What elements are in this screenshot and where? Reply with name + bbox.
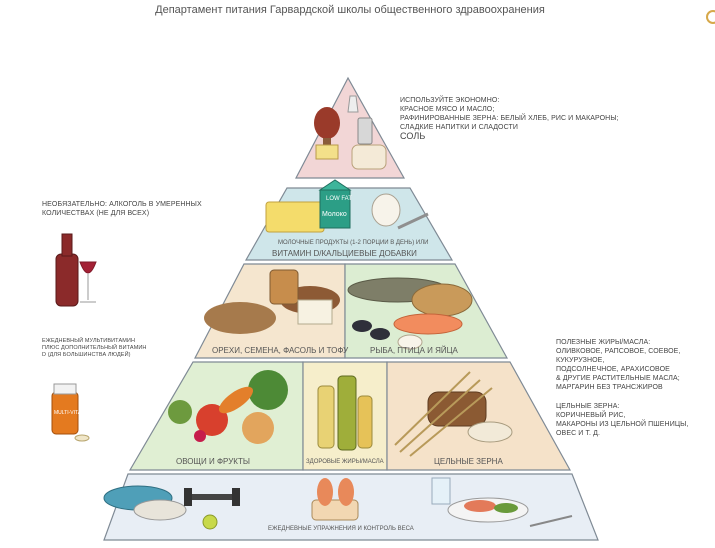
top-note-line1: ИСПОЛЬЗУЙТЕ ЭКОНОМНО: bbox=[400, 97, 500, 104]
vitamin-note: ЕЖЕДНЕВНЫЙ МУЛЬТИВИТАМИН ПЛЮС ДОПОЛНИТЕЛ… bbox=[42, 338, 147, 359]
top-note-line4: СЛАДКИЕ НАПИТКИ И СЛАДОСТИ bbox=[400, 124, 519, 131]
milk-carton-icon bbox=[318, 179, 352, 229]
tier-label-grains: ЦЕЛЬНЫЕ ЗЕРНА bbox=[434, 457, 503, 466]
alcohol-note-line1: НЕОБЯЗАТЕЛЬНО: АЛКОГОЛЬ В УМЕРЕННЫХ bbox=[42, 201, 202, 208]
peanut-butter-jar-icon bbox=[269, 269, 299, 305]
grains-note-line3: МАКАРОНЫ ИЗ ЦЕЛЬНОЙ ПШЕНИЦЫ, bbox=[556, 421, 689, 428]
chicken-icon bbox=[411, 283, 473, 317]
pills-icon bbox=[74, 434, 90, 442]
dumbbells-icon bbox=[184, 488, 240, 506]
vitamin-bottle-label: MULTI-VITAMIN bbox=[54, 410, 91, 416]
fats-note-line1: ПОЛЕЗНЫЕ ЖИРЫ/МАСЛА: bbox=[556, 339, 651, 346]
alcohol-note: НЕОБЯЗАТЕЛЬНО: АЛКОГОЛЬ В УМЕРЕННЫХ КОЛИ… bbox=[42, 200, 202, 218]
tier-label-exercise: ЕЖЕДНЕВНЫЕ УПРАЖНЕНИЯ И КОНТРОЛЬ ВЕСА bbox=[268, 526, 414, 532]
sneakers-icon bbox=[103, 485, 187, 521]
alcohol-note-line2: КОЛИЧЕСТВАХ (Не для всех) bbox=[42, 210, 150, 217]
top-note-line5: СОЛЬ bbox=[400, 131, 426, 141]
water-glass-icon bbox=[431, 477, 451, 505]
fats-note-line4: & ДРУГИЕ РАСТИТЕЛЬНЫЕ МАСЛА; bbox=[556, 375, 680, 382]
fats-note-line3: ПОДСОЛНЕЧНОЕ, АРАХИСОВОЕ bbox=[556, 366, 670, 373]
fats-note-line2: ОЛИВКОВОЕ, РАПСОВОЕ, СОЕВОЕ, КУКУРУЗНОЕ, bbox=[556, 348, 681, 364]
spoon-icon bbox=[397, 212, 429, 230]
tier-label-oils: ЗДОРОВЫЕ ЖИРЫ/МАСЛА bbox=[306, 459, 384, 465]
wine-bottle-icon bbox=[55, 233, 79, 307]
tier-label-nuts: ОРЕХИ, СЕМЕНА, ФАСОЛЬ и ТОФУ bbox=[212, 346, 349, 355]
top-note-line2: КРАСНОЕ МЯСО И МАСЛО; bbox=[400, 106, 495, 113]
greens-plate-icon bbox=[494, 503, 518, 513]
milk-carton-label: Молоко bbox=[322, 211, 347, 218]
butter-icon bbox=[315, 144, 339, 160]
salt-shaker-icon bbox=[347, 95, 359, 113]
wine-glass-icon bbox=[79, 261, 97, 303]
vitamin-note-line3: D (Для большинства людей) bbox=[42, 352, 131, 358]
steak-icon bbox=[314, 107, 340, 150]
salmon-plate-icon bbox=[464, 500, 496, 512]
page-header: Департамент питания Гарвардской школы об… bbox=[155, 4, 545, 16]
feet-on-scale-icon bbox=[311, 478, 359, 521]
fats-note-line5: МАРГАРИН БЕЗ ТРАНСЖИРОВ bbox=[556, 384, 663, 391]
grains-note-line2: КОРИЧНЕВЫЙ РИС, bbox=[556, 412, 626, 419]
bread-icon bbox=[351, 144, 387, 170]
oil-bottles-icon bbox=[317, 375, 373, 451]
top-note: ИСПОЛЬЗУЙТЕ ЭКОНОМНО: КРАСНОЕ МЯСО И МАС… bbox=[400, 96, 619, 141]
tennis-ball-icon bbox=[202, 514, 218, 530]
tofu-icon bbox=[297, 299, 333, 325]
top-note-line3: РАФИНИРОВАННЫЕ ЗЕРНА: БЕЛЫЙ ХЛЕБ, РИС И … bbox=[400, 115, 619, 122]
tier-label-dairy-small: МОЛОЧНЫЕ ПРОДУКТЫ (1-2 порции в день) ИЛ… bbox=[278, 240, 429, 246]
mussels-icon bbox=[352, 320, 390, 340]
eggs-icon bbox=[397, 334, 423, 350]
fats-note: ПОЛЕЗНЫЕ ЖИРЫ/МАСЛА: ОЛИВКОВОЕ, РАПСОВОЕ… bbox=[556, 338, 715, 392]
cheese-icon bbox=[265, 201, 325, 233]
grains-note-line4: ОВЕС И Т. Д. bbox=[556, 430, 601, 437]
tier-label-dairy: ВИТАМИН D/КАЛЬЦИЕВЫЕ ДОБАВКИ bbox=[272, 249, 417, 258]
rice-bowl-icon bbox=[467, 421, 513, 443]
tier-label-fish: РЫБА, ПТИЦА и ЯЙЦА bbox=[370, 346, 458, 355]
vegetables-icon bbox=[168, 370, 288, 444]
coin-icon bbox=[706, 10, 715, 24]
tier-top bbox=[295, 76, 406, 179]
tier-label-vegetables: ОВОЩИ И ФРУКТЫ bbox=[176, 457, 250, 466]
soda-can-icon bbox=[357, 117, 373, 145]
yogurt-icon bbox=[371, 193, 401, 227]
grains-note-line1: ЦЕЛЬНЫЕ ЗЕРНА: bbox=[556, 403, 620, 410]
grains-note: ЦЕЛЬНЫЕ ЗЕРНА: КОРИЧНЕВЫЙ РИС, МАКАРОНЫ … bbox=[556, 402, 688, 438]
vitamin-bottle-icon bbox=[51, 383, 79, 435]
wheat-icon bbox=[394, 371, 493, 457]
vitamin-note-line1: ЕЖЕДНЕВНЫЙ МУЛЬТИВИТАМИН bbox=[42, 338, 136, 344]
fork-icon bbox=[529, 515, 573, 527]
low-fat-label: LOW FAT bbox=[326, 196, 352, 202]
bread-loaf-icon bbox=[427, 391, 487, 427]
salmon-icon bbox=[393, 313, 463, 335]
vitamin-note-line2: ПЛЮС ДОПОЛНИТЕЛЬНЫЙ ВИТАМИН bbox=[42, 345, 147, 351]
